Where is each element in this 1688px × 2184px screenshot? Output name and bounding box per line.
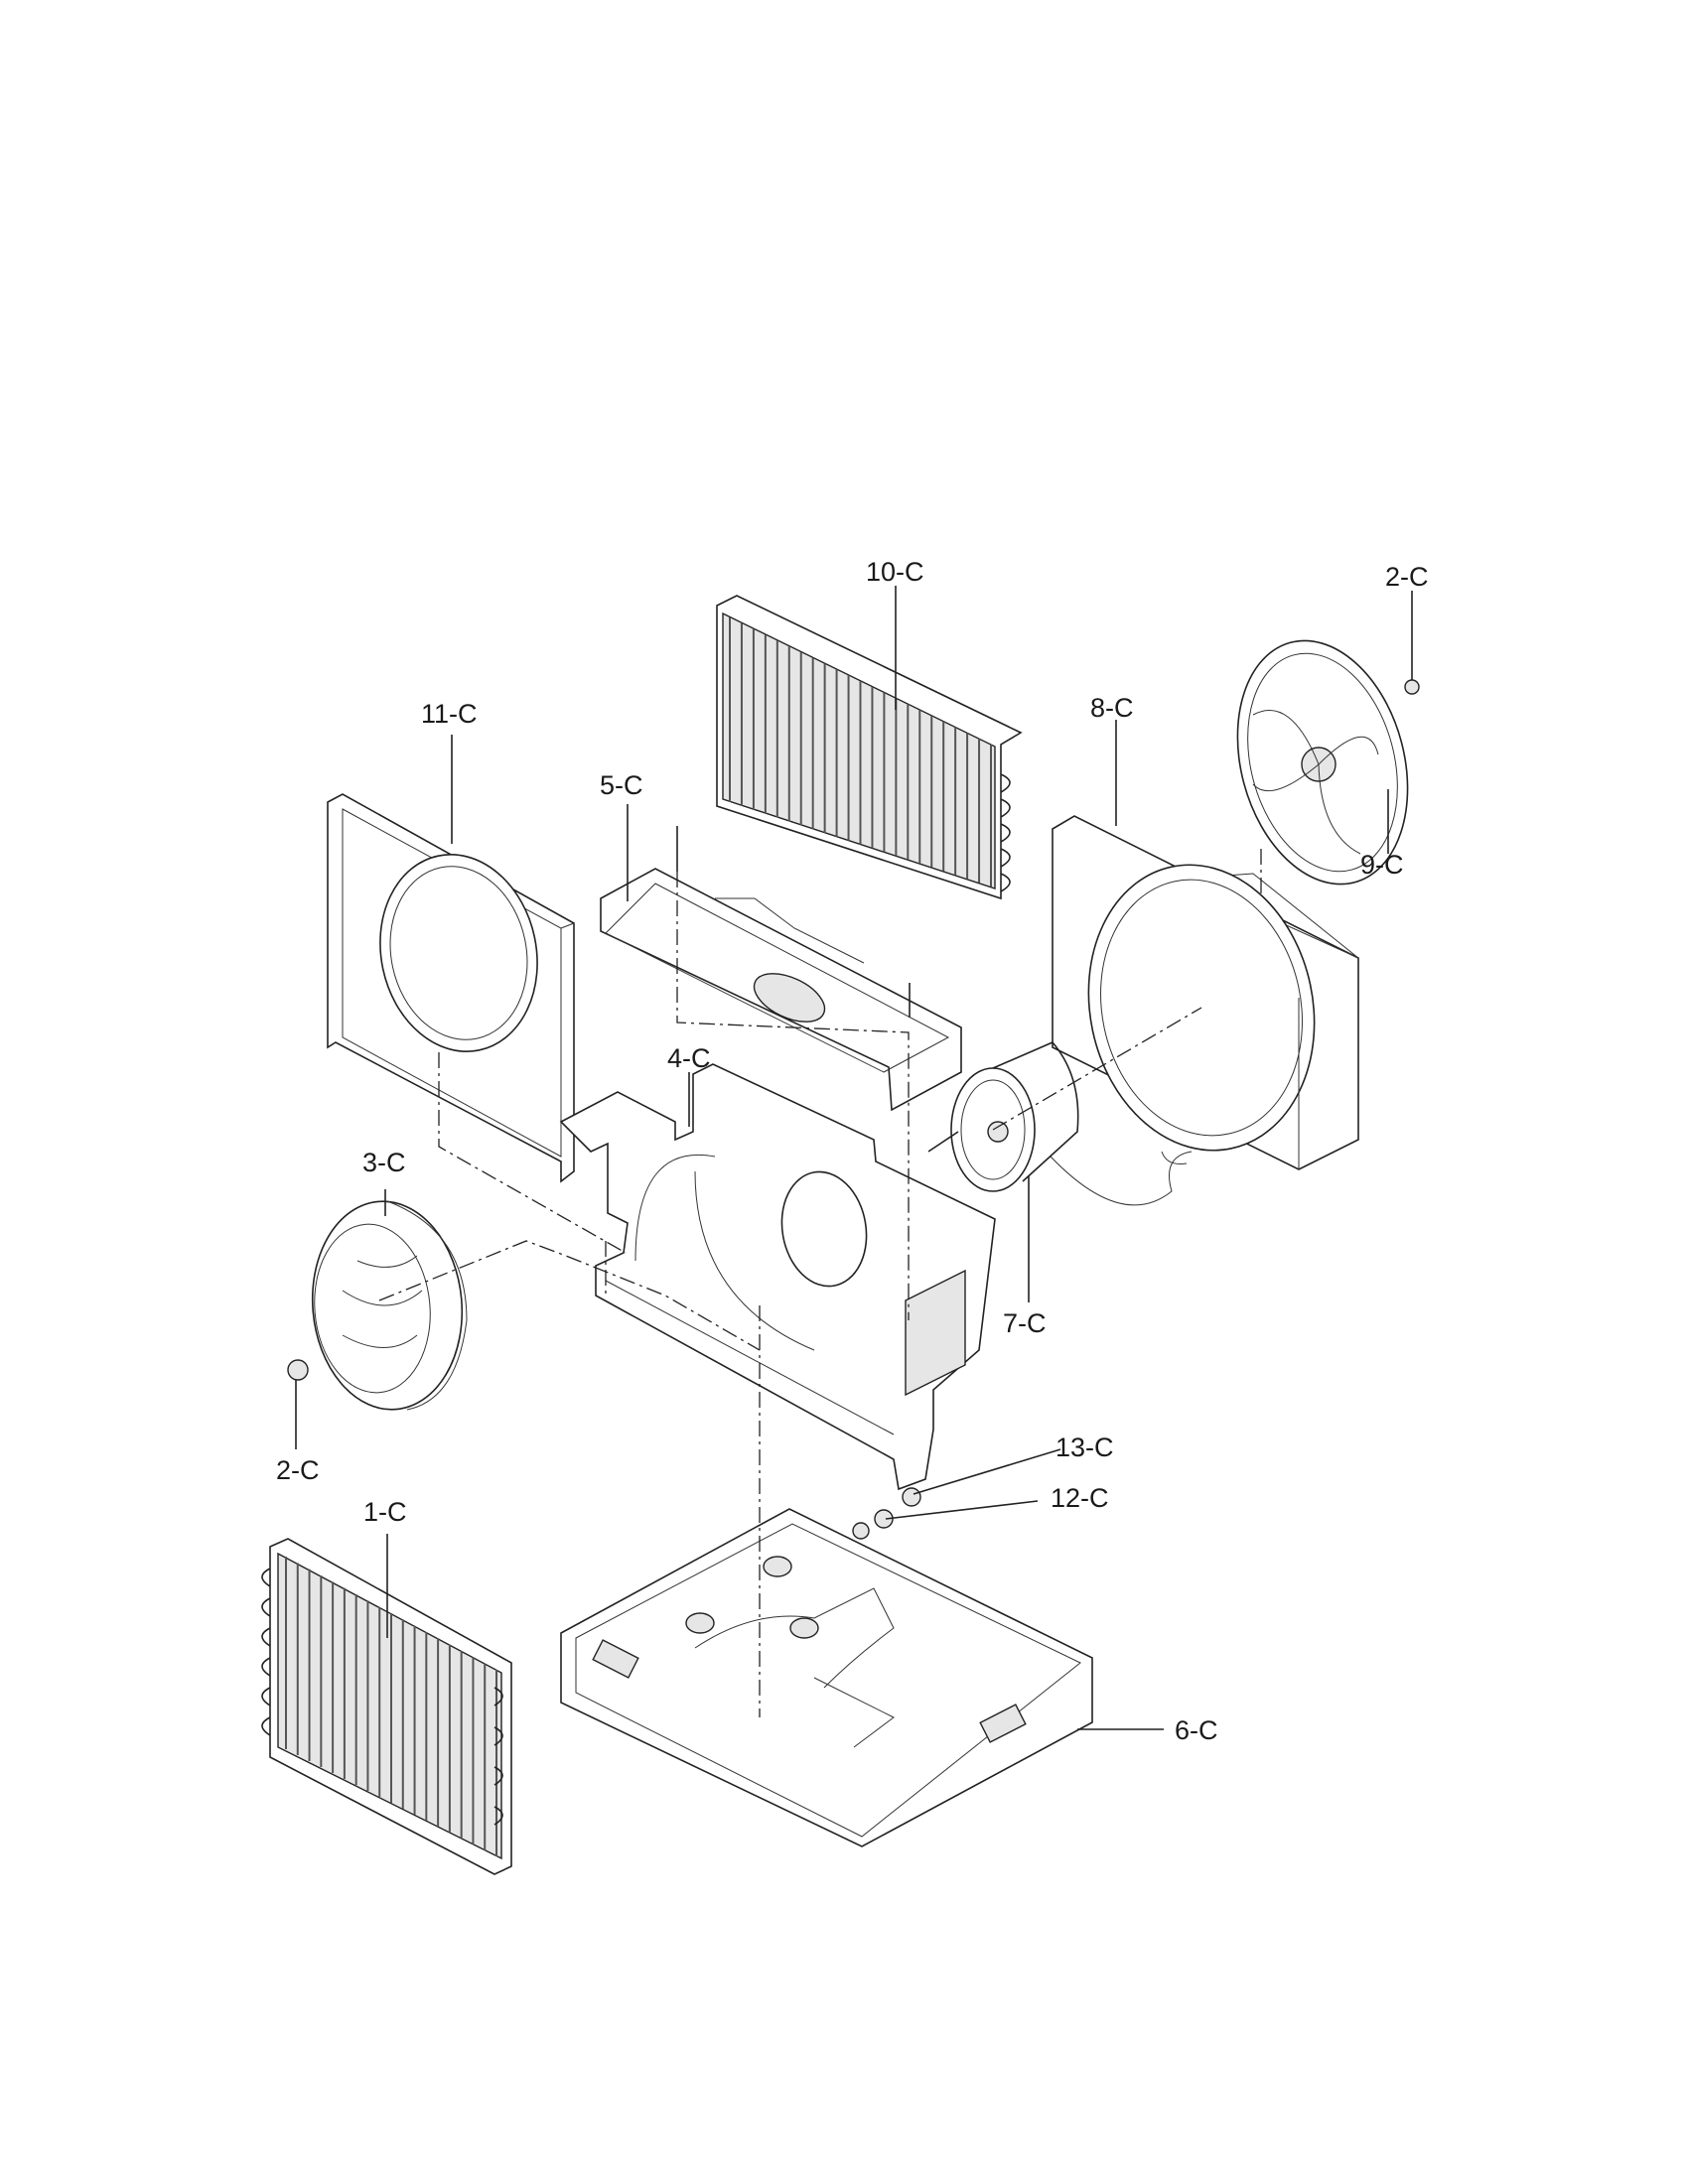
scroll-housing-drawing bbox=[559, 1063, 996, 1491]
part-label-5c: 5-C bbox=[600, 770, 643, 800]
drain-tray-drawing bbox=[600, 826, 962, 1112]
part-label-2c-top: 2-C bbox=[1385, 562, 1429, 592]
part-label-6c: 6-C bbox=[1175, 1715, 1218, 1745]
part-label-10c: 10-C bbox=[866, 557, 924, 587]
part-label-11c: 11-C bbox=[421, 699, 478, 729]
part-label-4c: 4-C bbox=[667, 1043, 711, 1073]
part-label-8c: 8-C bbox=[1090, 693, 1134, 723]
part-label-9c: 9-C bbox=[1360, 850, 1404, 880]
alignment-lines bbox=[378, 849, 1262, 1717]
condenser-shroud-drawing bbox=[1052, 815, 1359, 1170]
part-label-12c: 12-C bbox=[1051, 1483, 1109, 1513]
part-label-1c: 1-C bbox=[363, 1497, 407, 1527]
part-label-3c: 3-C bbox=[362, 1148, 406, 1177]
condenser-coil-drawing bbox=[716, 595, 1023, 900]
blower-wheel-drawing bbox=[287, 1200, 468, 1411]
shroud-drawing bbox=[327, 793, 575, 1183]
leader-lines bbox=[295, 586, 1413, 1730]
part-label-7c: 7-C bbox=[1003, 1308, 1047, 1338]
base-pan-drawing bbox=[560, 1508, 1093, 1847]
part-label-2c-left: 2-C bbox=[276, 1455, 320, 1485]
part-label-13c: 13-C bbox=[1055, 1433, 1114, 1462]
evaporator-coil-drawing bbox=[261, 1538, 512, 1875]
screw-parts-drawing bbox=[852, 1487, 921, 1540]
condenser-fan-drawing bbox=[1236, 639, 1420, 886]
